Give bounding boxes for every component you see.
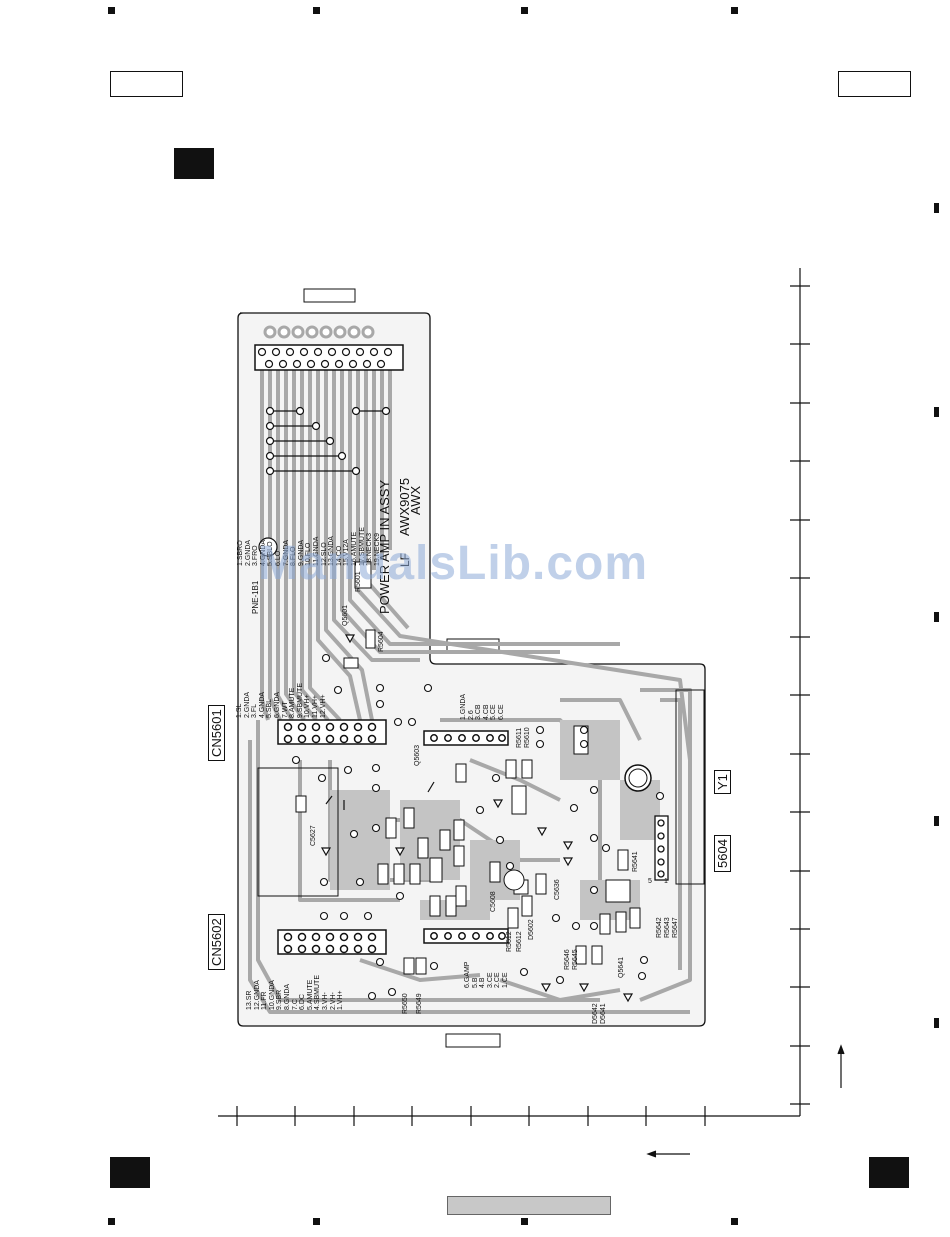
- ref-r5649: R5649: [416, 993, 423, 1014]
- ref-r5650: R5650: [402, 993, 409, 1014]
- alt-part-number: AWX: [408, 485, 423, 515]
- ref-r5612a: R5612: [516, 931, 523, 952]
- ref-r5610: R5610: [524, 727, 531, 748]
- ref-d5642: D5642: [592, 1003, 599, 1024]
- registration-mark: [521, 7, 528, 14]
- ref-d5602: D5602: [528, 919, 535, 940]
- ref-c5627: C5627: [310, 825, 317, 846]
- connector-5604: [654, 815, 669, 881]
- ref-c5608: C5608: [490, 891, 497, 912]
- fuse-box: [354, 561, 372, 589]
- footer-marker-right: [869, 1157, 909, 1188]
- component-frame: [257, 767, 339, 897]
- ref-r5645: R5645: [572, 949, 579, 970]
- registration-mark: [731, 1218, 738, 1225]
- ref-r5642: R5642: [656, 917, 663, 938]
- registration-mark: [313, 1218, 320, 1225]
- header-box-right: [838, 71, 911, 97]
- semiconductors: [320, 634, 634, 1003]
- ref-c5636: C5636: [554, 879, 561, 900]
- ref-q5641: Q5641: [618, 956, 625, 978]
- ref-r5612: R5612: [506, 931, 513, 952]
- connector-mid: [423, 730, 509, 746]
- vias: [291, 653, 665, 1001]
- registration-mark: [521, 1218, 528, 1225]
- jumper-rows: [265, 406, 391, 476]
- connector-low: [423, 928, 509, 944]
- mounting-hole: [258, 537, 278, 557]
- cable-frame: [675, 689, 705, 885]
- edge-tick: [934, 1018, 939, 1028]
- edge-tick: [934, 612, 939, 622]
- ref-r5641: R5641: [632, 851, 639, 872]
- edge-tick: [934, 816, 939, 826]
- connector-label-cn5601: CN5601: [208, 705, 225, 761]
- connector-cn5602: [277, 929, 387, 955]
- edge-tick: [934, 407, 939, 417]
- pin-number-5: 5: [648, 878, 652, 885]
- connector-label-cn5602: CN5602: [208, 914, 225, 970]
- connector-cn5601: [277, 719, 387, 745]
- ref-r5604: R5604: [378, 631, 385, 652]
- ref-r5611: R5611: [516, 727, 523, 748]
- ref-q5603: Q5603: [414, 744, 421, 766]
- registration-mark: [108, 1218, 115, 1225]
- crystal-label-y1: Y1: [714, 770, 731, 794]
- edge-tick: [934, 203, 939, 213]
- header-box-left: [110, 71, 183, 97]
- ref-r5647: R5647: [672, 917, 679, 938]
- pin-number-1: 1: [664, 878, 668, 885]
- page-footer-bar: [447, 1196, 611, 1215]
- registration-mark: [313, 7, 320, 14]
- components: [295, 629, 641, 975]
- watermark: ManualsLib.com: [258, 537, 649, 590]
- scale-axes: [218, 268, 845, 1158]
- section-marker: [174, 148, 214, 179]
- copper-traces: [248, 345, 692, 1014]
- ref-r5646: R5646: [564, 949, 571, 970]
- footer-marker-left: [110, 1157, 150, 1188]
- registration-mark: [108, 7, 115, 14]
- connector-label-5604: 5604: [714, 835, 731, 872]
- ref-r5643: R5643: [664, 917, 671, 938]
- connector-top-fingers: [263, 325, 375, 339]
- connector-top: [254, 344, 404, 371]
- ref-d5641: D5641: [600, 1003, 607, 1024]
- ref-q5601: Q5601: [342, 604, 349, 626]
- registration-mark: [731, 7, 738, 14]
